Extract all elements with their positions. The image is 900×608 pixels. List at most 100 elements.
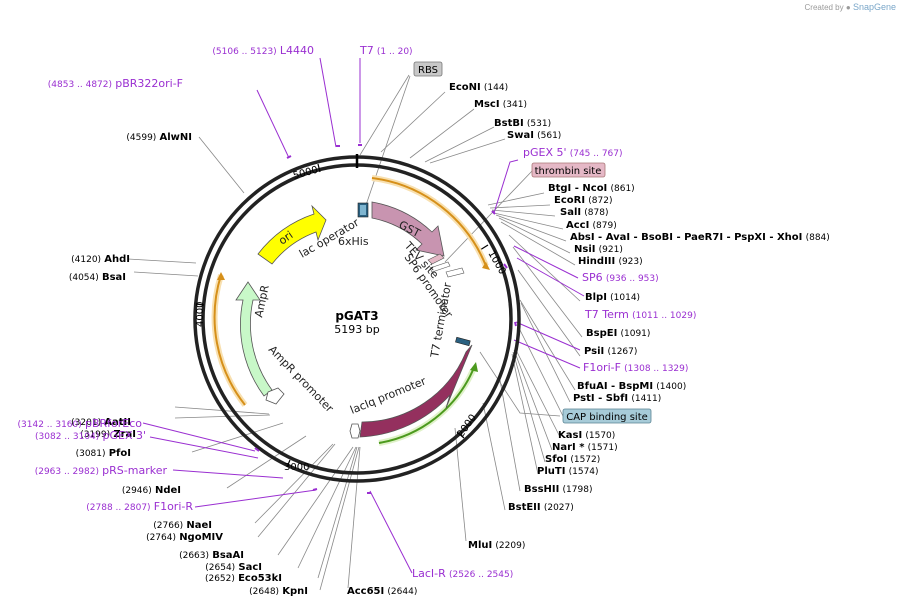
primer-name: pBR322ori-F (115, 77, 183, 90)
site-sali: SalI (878) (560, 207, 609, 218)
site-name: Acc65I (347, 586, 384, 597)
site-position: (2946) (122, 486, 152, 496)
lac-operator-feature[interactable] (360, 205, 366, 215)
site-bsai: (4054) BsaI (69, 272, 126, 283)
site-name: NaeI (186, 520, 212, 531)
sp6-promoter-feature[interactable] (445, 267, 465, 278)
thrombin-site-label: thrombin site (535, 166, 602, 177)
snapgene-credit: Created by ● SnapGene (805, 2, 897, 12)
site-bspei: BspEI (1091) (586, 328, 650, 339)
site-name: PluTI (537, 466, 565, 477)
site-position: (1574) (569, 467, 599, 477)
site-position: (1091) (620, 329, 650, 339)
site-psii: PsiI (1267) (584, 346, 637, 357)
site-position: (3081) (76, 449, 106, 459)
site-name: NgoMIV (179, 532, 223, 543)
his6-label: 6xHis (338, 235, 369, 248)
primer-range: (2526 .. 2545) (449, 570, 513, 580)
site-position: (861) (610, 184, 634, 194)
gst-feature[interactable] (371, 201, 445, 257)
ori-feature[interactable] (257, 204, 327, 265)
site-pluti: PluTI (1574) (537, 466, 599, 477)
primer-range: (1011 .. 1029) (632, 311, 696, 321)
site-name: Eco53kI (238, 573, 282, 584)
ampr-cds-arrow-icon (217, 272, 225, 280)
site-position: (884) (806, 233, 830, 243)
primer-name: pGEX 3' (102, 429, 146, 442)
site-position: (2648) (249, 587, 279, 597)
site-position: (1411) (631, 394, 661, 404)
thrombin-feature[interactable] (427, 253, 445, 265)
primer-t7: T7 (1 .. 20) (359, 44, 413, 57)
primer-range: (4853 .. 4872) (48, 80, 112, 90)
site-name: NarI * (552, 442, 585, 453)
primer-sp6: SP6 (936 .. 953) (582, 271, 659, 284)
site-name: KpnI (282, 586, 308, 597)
site-bsteii: BstEII (2027) (508, 502, 574, 513)
site-bfuai: BfuAI - BspMI (1400) (577, 381, 686, 392)
site-ahdi: (4120) AhdI (71, 254, 130, 265)
site-eco53ki: (2652) Eco53kI (205, 573, 282, 584)
site-ecori: EcoRI (872) (554, 195, 612, 206)
site-econi: EcoNI (144) (449, 82, 508, 93)
t7-terminator-feature[interactable] (455, 336, 471, 347)
site-acc65i: Acc65I (2644) (347, 586, 417, 597)
site-position: (2654) (205, 563, 235, 573)
site-position: (1014) (610, 293, 640, 303)
site-name: BspEI (586, 328, 617, 339)
primer-range: (1 .. 20) (377, 47, 413, 57)
primer-range: (3142 .. 3160) (18, 420, 82, 430)
site-position: (879) (593, 221, 617, 231)
leader-lines (127, 74, 583, 591)
laci-feature[interactable] (359, 344, 473, 438)
site-name: BstEII (508, 502, 541, 513)
primer-f1ori-f: F1ori-F (1308 .. 1329) (583, 361, 688, 374)
plasmid-length: 5193 bp (334, 323, 379, 336)
laci-cds-arc (378, 369, 474, 444)
tick-2000: 2000 (455, 413, 479, 440)
primer-range: (5106 .. 5123) (212, 47, 276, 57)
primer-laci-r: LacI-R (2526 .. 2545) (412, 567, 513, 580)
site-position: (878) (584, 208, 608, 218)
snapgene-logo-icon: ● (845, 3, 851, 12)
rbs-label: RBS (418, 65, 438, 76)
tev-site-feature[interactable] (429, 261, 451, 273)
site-position: (2764) (146, 533, 176, 543)
ampr-promoter-feature[interactable] (265, 387, 285, 405)
primer-ticks (254, 144, 517, 494)
primer-range: (745 .. 767) (570, 149, 623, 159)
restriction-sites: EcoNI (144)MscI (341)BstBI (531)SwaI (56… (69, 82, 830, 597)
primer-range: (936 .. 953) (606, 274, 659, 284)
gst-cds-arrow-icon (482, 262, 490, 270)
site-name: AccI (566, 220, 589, 231)
primer-pgex-3: (3082 .. 3104) pGEX 3' (35, 429, 146, 442)
site-position: (341) (503, 100, 527, 110)
credit-text: Created by (804, 3, 844, 12)
site-psti: PstI - SbfI (1411) (573, 393, 661, 404)
site-name: NsiI (574, 244, 595, 255)
site-position: (1267) (607, 347, 637, 357)
primer-pbrforeco: (3142 .. 3160) pBRforEco (18, 417, 143, 430)
primer-name: F1ori-F (583, 361, 621, 374)
primer-name: LacI-R (412, 567, 446, 580)
site-position: (1400) (656, 382, 686, 392)
site-hindiii: HindIII (923) (578, 256, 643, 267)
gst-cds-arc (371, 177, 487, 267)
primer-range: (1308 .. 1329) (624, 364, 688, 374)
site-name: BssHII (524, 484, 559, 495)
primer-name: T7 (359, 44, 374, 57)
site-position: (2652) (205, 574, 235, 584)
site-aatii: (3201) AatII (71, 417, 131, 428)
site-name: EcoNI (449, 82, 481, 93)
site-naei: (2766) NaeI (153, 520, 212, 531)
site-name: KasI (558, 430, 582, 441)
site-alias: - NcoI (571, 183, 607, 194)
primer-leader-lines (142, 57, 585, 574)
site-mlui: MluI (2209) (468, 540, 525, 551)
site-name: AbsI (570, 232, 595, 243)
site-position: (921) (599, 245, 623, 255)
laciq-promoter-feature[interactable] (349, 423, 361, 439)
site-position: (2644) (387, 587, 417, 597)
site-pfoi: (3081) PfoI (76, 448, 131, 459)
site-position: (2209) (495, 541, 525, 551)
